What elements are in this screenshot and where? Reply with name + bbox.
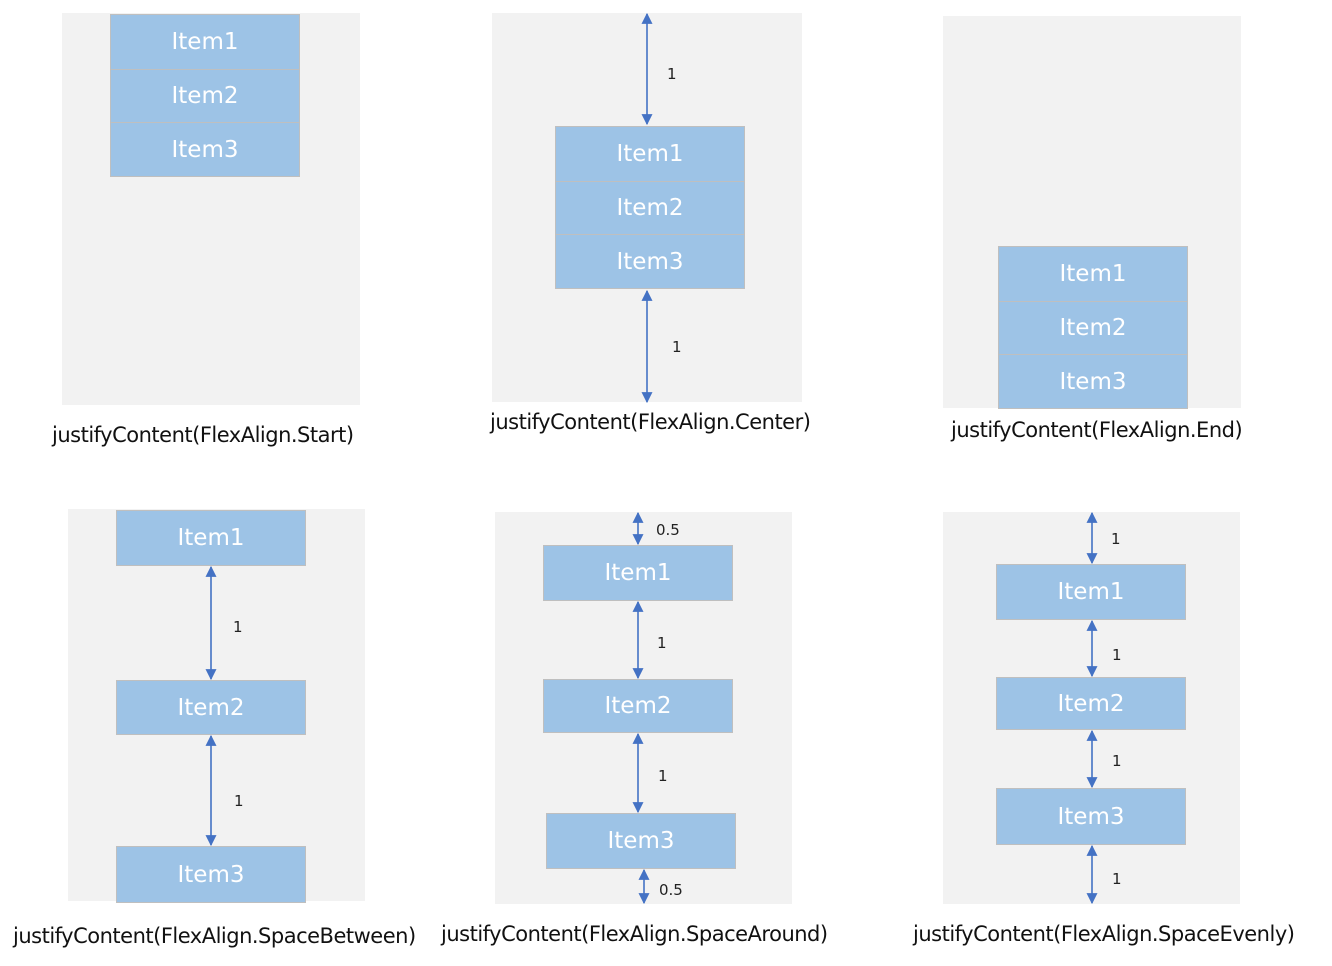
gap-label: 1: [234, 792, 244, 810]
item-2: Item2: [543, 679, 733, 733]
gap-label: 1: [1111, 530, 1121, 548]
caption-space-around: justifyContent(FlexAlign.SpaceAround): [441, 922, 828, 946]
caption-center: justifyContent(FlexAlign.Center): [490, 410, 811, 434]
gap-label: 1: [667, 65, 677, 83]
caption-start: justifyContent(FlexAlign.Start): [52, 423, 354, 447]
item-2: Item2: [998, 301, 1188, 355]
item-3: Item3: [555, 234, 745, 289]
gap-label: 1: [1112, 752, 1122, 770]
gap-label: 1: [1112, 870, 1122, 888]
item-1: Item1: [110, 14, 300, 70]
caption-space-evenly: justifyContent(FlexAlign.SpaceEvenly): [913, 922, 1295, 946]
item-3: Item3: [546, 813, 736, 869]
item-1: Item1: [116, 510, 306, 566]
item-3: Item3: [110, 122, 300, 177]
caption-space-between: justifyContent(FlexAlign.SpaceBetween): [13, 924, 416, 948]
item-1: Item1: [998, 246, 1188, 302]
gap-label: 1: [233, 618, 243, 636]
gap-label: 0.5: [656, 521, 680, 539]
item-1: Item1: [555, 126, 745, 182]
gap-label: 1: [658, 767, 668, 785]
item-2: Item2: [555, 181, 745, 235]
item-2: Item2: [110, 69, 300, 123]
gap-label: 1: [1112, 646, 1122, 664]
gap-label: 1: [657, 634, 667, 652]
item-3: Item3: [998, 354, 1188, 409]
gap-label: 1: [672, 338, 682, 356]
gap-label: 0.5: [659, 881, 683, 899]
item-3: Item3: [996, 788, 1186, 845]
item-1: Item1: [996, 564, 1186, 620]
item-2: Item2: [116, 680, 306, 735]
item-2: Item2: [996, 677, 1186, 730]
caption-end: justifyContent(FlexAlign.End): [951, 418, 1243, 442]
item-3: Item3: [116, 846, 306, 903]
item-1: Item1: [543, 545, 733, 601]
